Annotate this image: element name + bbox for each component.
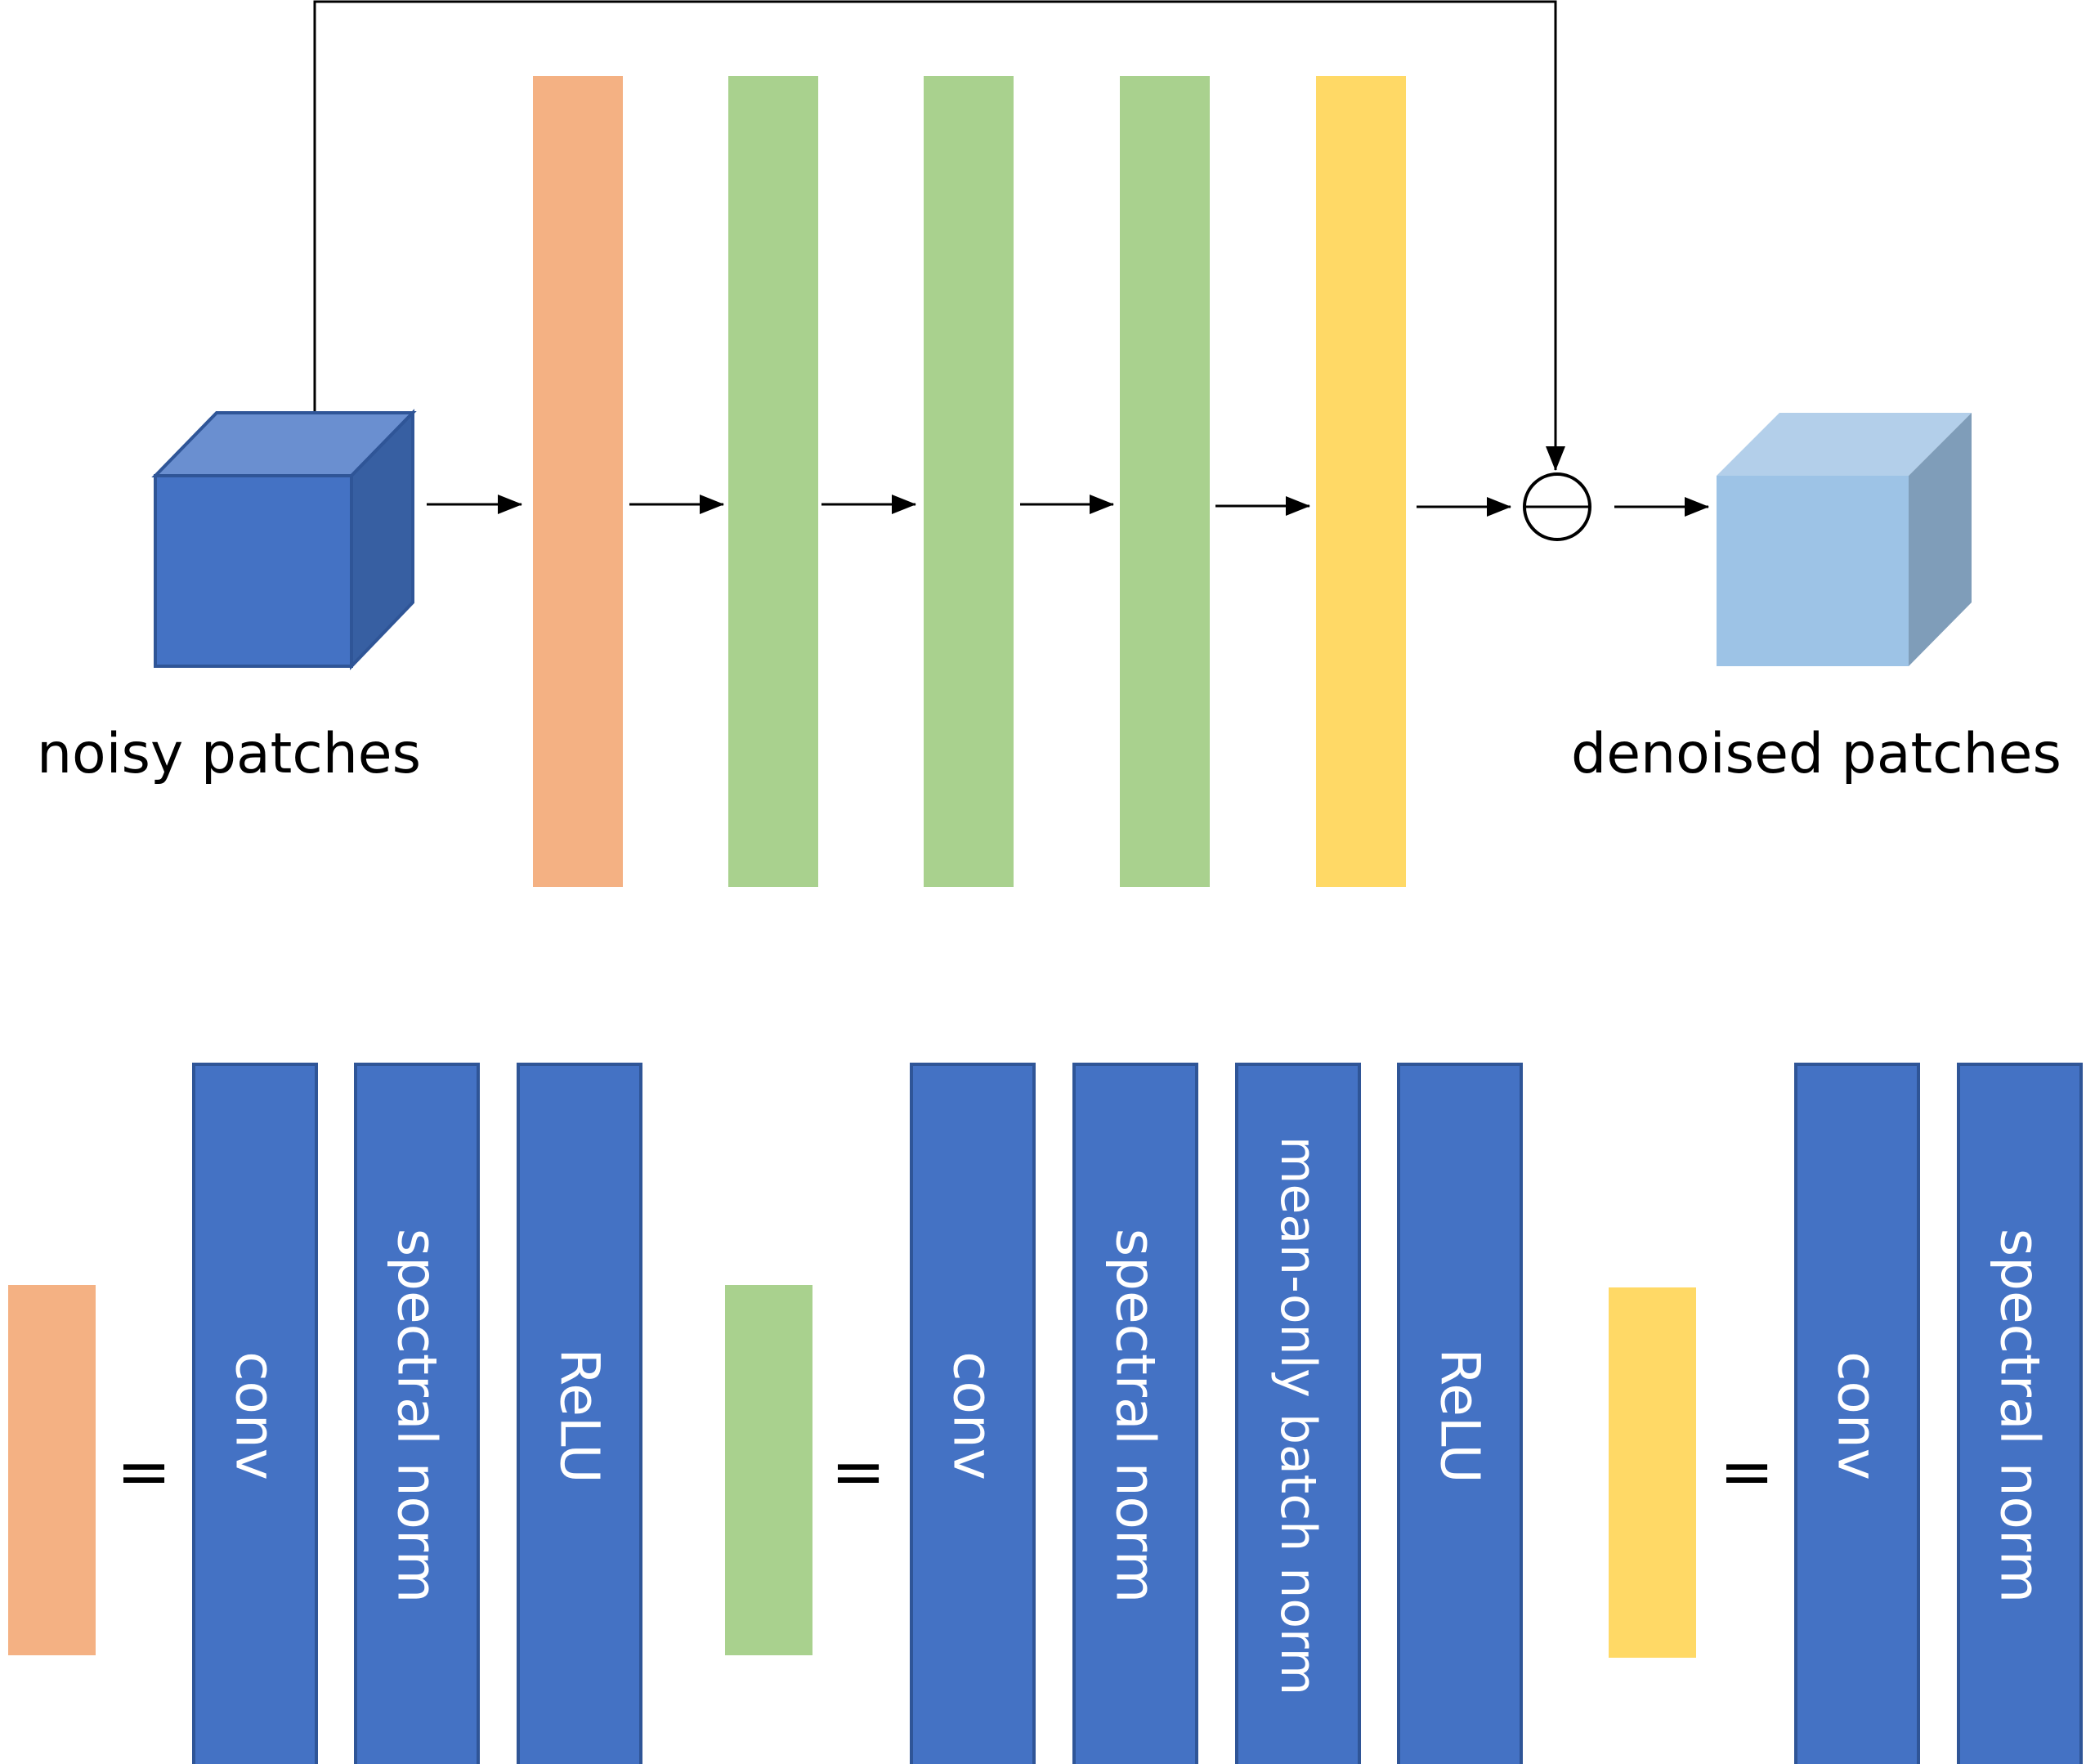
noisy-patches-label: noisy patches [37, 722, 421, 786]
layer-bar-green-1 [728, 76, 818, 887]
yellow-ops: conv spectral norm [1794, 1063, 2083, 1764]
op-label-spectral-norm: spectral norm [1104, 1229, 1167, 1603]
op-block-conv [910, 1063, 1036, 1764]
equals-sign-3: = [1719, 1434, 1774, 1510]
op-block-spectral-norm [354, 1063, 480, 1764]
op-label-conv: conv [224, 1351, 287, 1480]
forward-arrows [427, 495, 1709, 517]
op-block-relu [517, 1063, 642, 1764]
orange-ops: conv spectral norm ReLU [192, 1063, 642, 1764]
equals-sign-2: = [830, 1434, 885, 1510]
subtract-node [1523, 472, 1591, 541]
equals-sign-1: = [116, 1434, 171, 1510]
op-label-relu: ReLU [548, 1348, 611, 1483]
denoised-patches-label: denoised patches [1571, 722, 2061, 786]
op-label-conv: conv [942, 1351, 1005, 1480]
op-block-conv [192, 1063, 318, 1764]
layer-bar-orange [533, 76, 623, 887]
op-label-mean-only-batch-norm: mean-only batch norm [1269, 1136, 1327, 1695]
op-block-mean-only-batch-norm [1235, 1063, 1361, 1764]
op-label-spectral-norm: spectral norm [1989, 1229, 2052, 1603]
legend-swatch-green [725, 1285, 812, 1655]
op-block-spectral-norm [1957, 1063, 2083, 1764]
skip-connection [313, 0, 1565, 471]
layer-bar-green-2 [924, 76, 1014, 887]
op-label-spectral-norm: spectral norm [386, 1229, 449, 1603]
noisy-patches-cube [151, 409, 417, 670]
green-ops: conv spectral norm mean-only batch norm … [910, 1063, 1523, 1764]
layer-bar-green-3 [1120, 76, 1210, 887]
layer-bar-yellow [1316, 76, 1406, 887]
op-block-relu [1397, 1063, 1523, 1764]
op-block-spectral-norm [1072, 1063, 1198, 1764]
op-label-relu: ReLU [1429, 1348, 1492, 1483]
legend-swatch-yellow [1609, 1287, 1696, 1658]
op-label-conv: conv [1826, 1351, 1889, 1480]
denoised-patches-cube [1717, 413, 1972, 666]
op-block-conv [1794, 1063, 1920, 1764]
legend-swatch-orange [8, 1285, 96, 1655]
